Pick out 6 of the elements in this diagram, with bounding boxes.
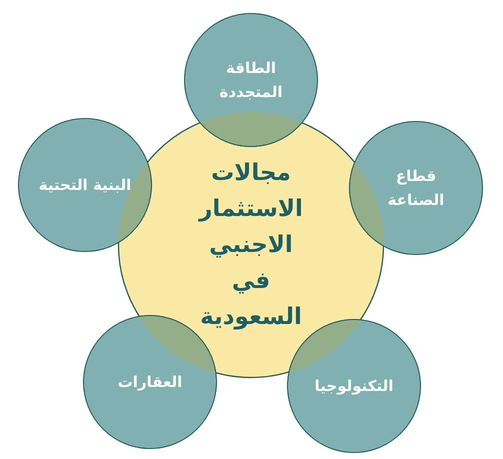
- topic-label: قطاع الصناعة: [386, 166, 446, 211]
- topic-label: التكنولوجيا: [314, 376, 394, 397]
- topic-label: البنية التحتية: [38, 175, 132, 196]
- central-title: مجالات الاستثمار الاجنبي في السعودية: [197, 159, 304, 332]
- topic-label: العقارات: [116, 372, 184, 393]
- topic-label: الطاقة المتجددة: [218, 58, 284, 103]
